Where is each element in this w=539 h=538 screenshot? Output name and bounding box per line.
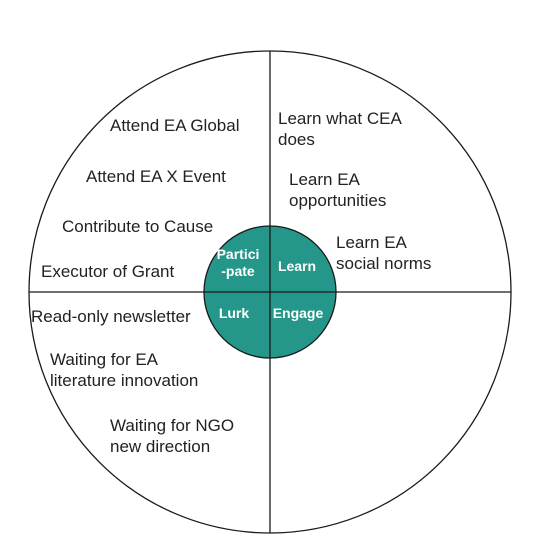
label-learn-ea-opportunities: Learn EA opportunities xyxy=(289,170,387,210)
hub-label-participate: Partici -pate xyxy=(216,246,260,279)
hub-label-lurk: Lurk xyxy=(218,305,250,321)
label-learn-what-cea-does: Learn what CEA does xyxy=(278,109,402,149)
label-attend-ea-x-event: Attend EA X Event xyxy=(86,167,226,186)
label-attend-ea-global: Attend EA Global xyxy=(110,116,240,135)
hub-label-engage: Engage xyxy=(272,305,324,321)
label-read-only-newsletter: Read-only newsletter xyxy=(31,307,191,326)
hub-label-learn: Learn xyxy=(277,258,317,274)
label-contribute-to-cause: Contribute to Cause xyxy=(62,217,214,236)
label-executor-of-grant: Executor of Grant xyxy=(41,262,175,281)
label-waiting-for-ngo: Waiting for NGO new direction xyxy=(110,416,235,456)
label-waiting-for-ea-literature: Waiting for EA literature innovation xyxy=(50,350,199,390)
label-learn-ea-social-norms: Learn EA social norms xyxy=(336,233,432,273)
